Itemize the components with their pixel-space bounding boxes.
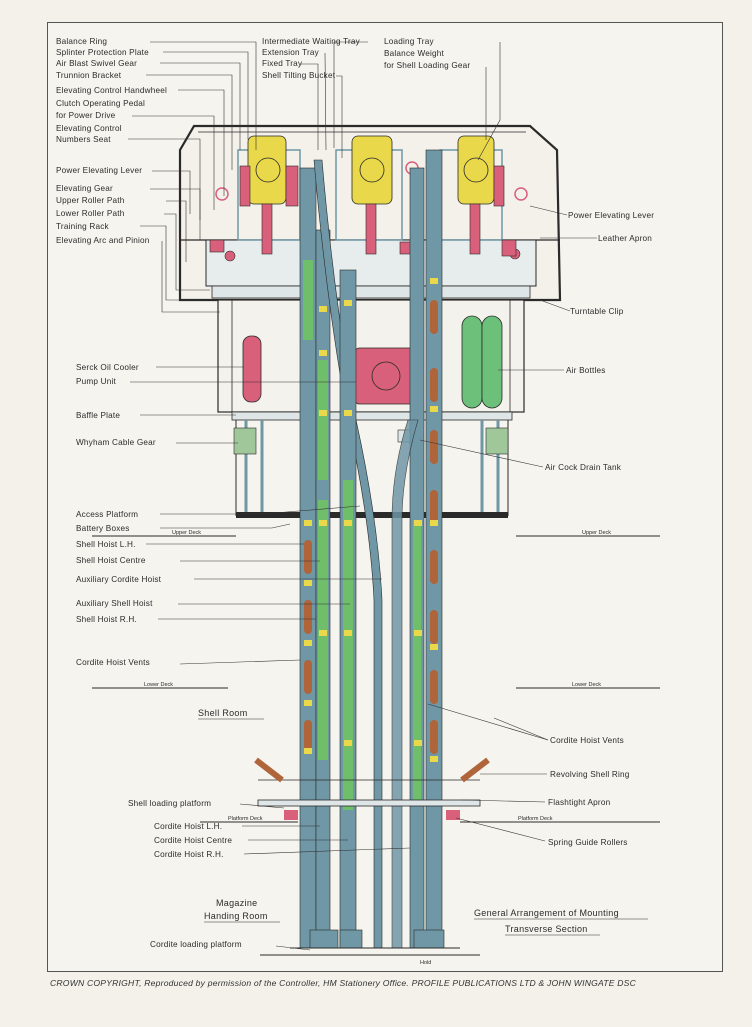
hoist-trunk <box>217 299 525 518</box>
label-platform-deck-left: Platform Deck <box>228 816 263 822</box>
label-numbers-seat: Numbers Seat <box>56 135 111 144</box>
label-power-elevating-lever-right: Power Elevating Lever <box>568 211 654 220</box>
label-cordite-loading-platform: Cordite loading platform <box>150 940 242 949</box>
shell-ring-and-bases <box>254 757 490 949</box>
copyright-caption: CROWN COPYRIGHT, Reproduced by permissio… <box>50 978 637 988</box>
label-auxiliary-shell-hoist: Auxiliary Shell Hoist <box>76 599 153 608</box>
label-hold: Hold <box>420 960 431 966</box>
label-intermediate-waiting-tray: Intermediate Waiting Tray <box>262 37 361 46</box>
leader-lines <box>128 41 597 951</box>
label-pump-unit: Pump Unit <box>76 377 117 386</box>
label-cordite-hoist-lh: Cordite Hoist L.H. <box>154 822 222 831</box>
label-cordite-hoist-centre: Cordite Hoist Centre <box>154 836 232 845</box>
label-elevating-control: Elevating Control <box>56 124 122 133</box>
label-turntable-clip: Turntable Clip <box>570 307 624 316</box>
label-lower-roller-path: Lower Roller Path <box>56 209 125 218</box>
label-shell-loading-platform: Shell loading platform <box>128 799 211 808</box>
label-air-cock-drain-tank: Air Cock Drain Tank <box>545 463 622 472</box>
label-lower-deck-left: Lower Deck <box>144 682 173 688</box>
breech-mechanisms <box>209 135 517 257</box>
label-elevating-arc-and-pinion: Elevating Arc and Pinion <box>56 236 150 245</box>
label-balance-ring: Balance Ring <box>56 37 107 46</box>
label-battery-boxes: Battery Boxes <box>76 524 130 533</box>
label-platform-deck-right: Platform Deck <box>518 816 553 822</box>
deck-lines <box>92 535 660 956</box>
label-revolving-shell-ring: Revolving Shell Ring <box>550 770 630 779</box>
label-auxiliary-cordite-hoist: Auxiliary Cordite Hoist <box>76 575 162 584</box>
hoist-tubes <box>299 149 443 949</box>
label-serck-oil-cooler: Serck Oil Cooler <box>76 363 139 372</box>
label-cordite-hoist-rh: Cordite Hoist R.H. <box>154 850 224 859</box>
label-shell-hoist-rh: Shell Hoist R.H. <box>76 615 137 624</box>
label-extension-tray: Extension Tray <box>262 48 320 57</box>
label-balance-weight: Balance Weight <box>384 49 445 58</box>
title-line-2: Transverse Section <box>505 924 588 934</box>
label-shell-tilting-bucket: Shell Tilting Bucket <box>262 71 336 80</box>
label-whyham-cable-gear: Whyham Cable Gear <box>76 438 156 447</box>
label-elevating-control-handwheel: Elevating Control Handwheel <box>56 86 167 95</box>
label-fixed-tray: Fixed Tray <box>262 59 303 68</box>
label-clutch-operating-pedal: Clutch Operating Pedal <box>56 99 145 108</box>
label-loading-tray: Loading Tray <box>384 37 434 46</box>
title-line-1: General Arrangement of Mounting <box>474 908 619 918</box>
deck-labels: Upper Deck Upper Deck Lower Deck Lower D… <box>144 530 611 966</box>
label-handing-room: Handing Room <box>204 911 268 921</box>
label-shell-hoist-lh: Shell Hoist L.H. <box>76 540 136 549</box>
room-labels: Shell Room Magazine Handing Room <box>198 708 280 923</box>
label-power-elevating-lever-left: Power Elevating Lever <box>56 166 142 175</box>
labels-top: Intermediate Waiting Tray Extension Tray… <box>262 37 470 80</box>
drawing-title: General Arrangement of Mounting Transver… <box>474 908 648 936</box>
label-air-blast-swivel-gear: Air Blast Swivel Gear <box>56 59 137 68</box>
label-elevating-gear: Elevating Gear <box>56 184 113 193</box>
label-trunnion-bracket: Trunnion Bracket <box>56 71 122 80</box>
label-flashtight-apron: Flashtight Apron <box>548 798 611 807</box>
label-spring-guide-rollers: Spring Guide Rollers <box>548 838 628 847</box>
label-access-platform: Access Platform <box>76 510 138 519</box>
label-shell-hoist-centre: Shell Hoist Centre <box>76 556 146 565</box>
label-shell-room: Shell Room <box>198 708 248 718</box>
label-cordite-hoist-vents-left: Cordite Hoist Vents <box>76 658 150 667</box>
label-splinter-protection-plate: Splinter Protection Plate <box>56 48 149 57</box>
label-upper-deck-left: Upper Deck <box>172 530 201 536</box>
label-baffle-plate: Baffle Plate <box>76 411 120 420</box>
label-training-rack: Training Rack <box>56 222 110 231</box>
label-upper-roller-path: Upper Roller Path <box>56 196 125 205</box>
label-air-bottles: Air Bottles <box>566 366 606 375</box>
label-for-power-drive: for Power Drive <box>56 111 116 120</box>
label-cordite-hoist-vents-right: Cordite Hoist Vents <box>550 736 624 745</box>
label-for-shell-loading-gear: for Shell Loading Gear <box>384 61 470 70</box>
labels-right: Power Elevating Lever Leather Apron Turn… <box>545 211 654 847</box>
label-lower-deck-right: Lower Deck <box>572 682 601 688</box>
labels-left: Balance Ring Splinter Protection Plate A… <box>56 37 242 949</box>
label-leather-apron: Leather Apron <box>598 234 652 243</box>
label-magazine: Magazine <box>216 898 257 908</box>
label-upper-deck-right: Upper Deck <box>582 530 611 536</box>
